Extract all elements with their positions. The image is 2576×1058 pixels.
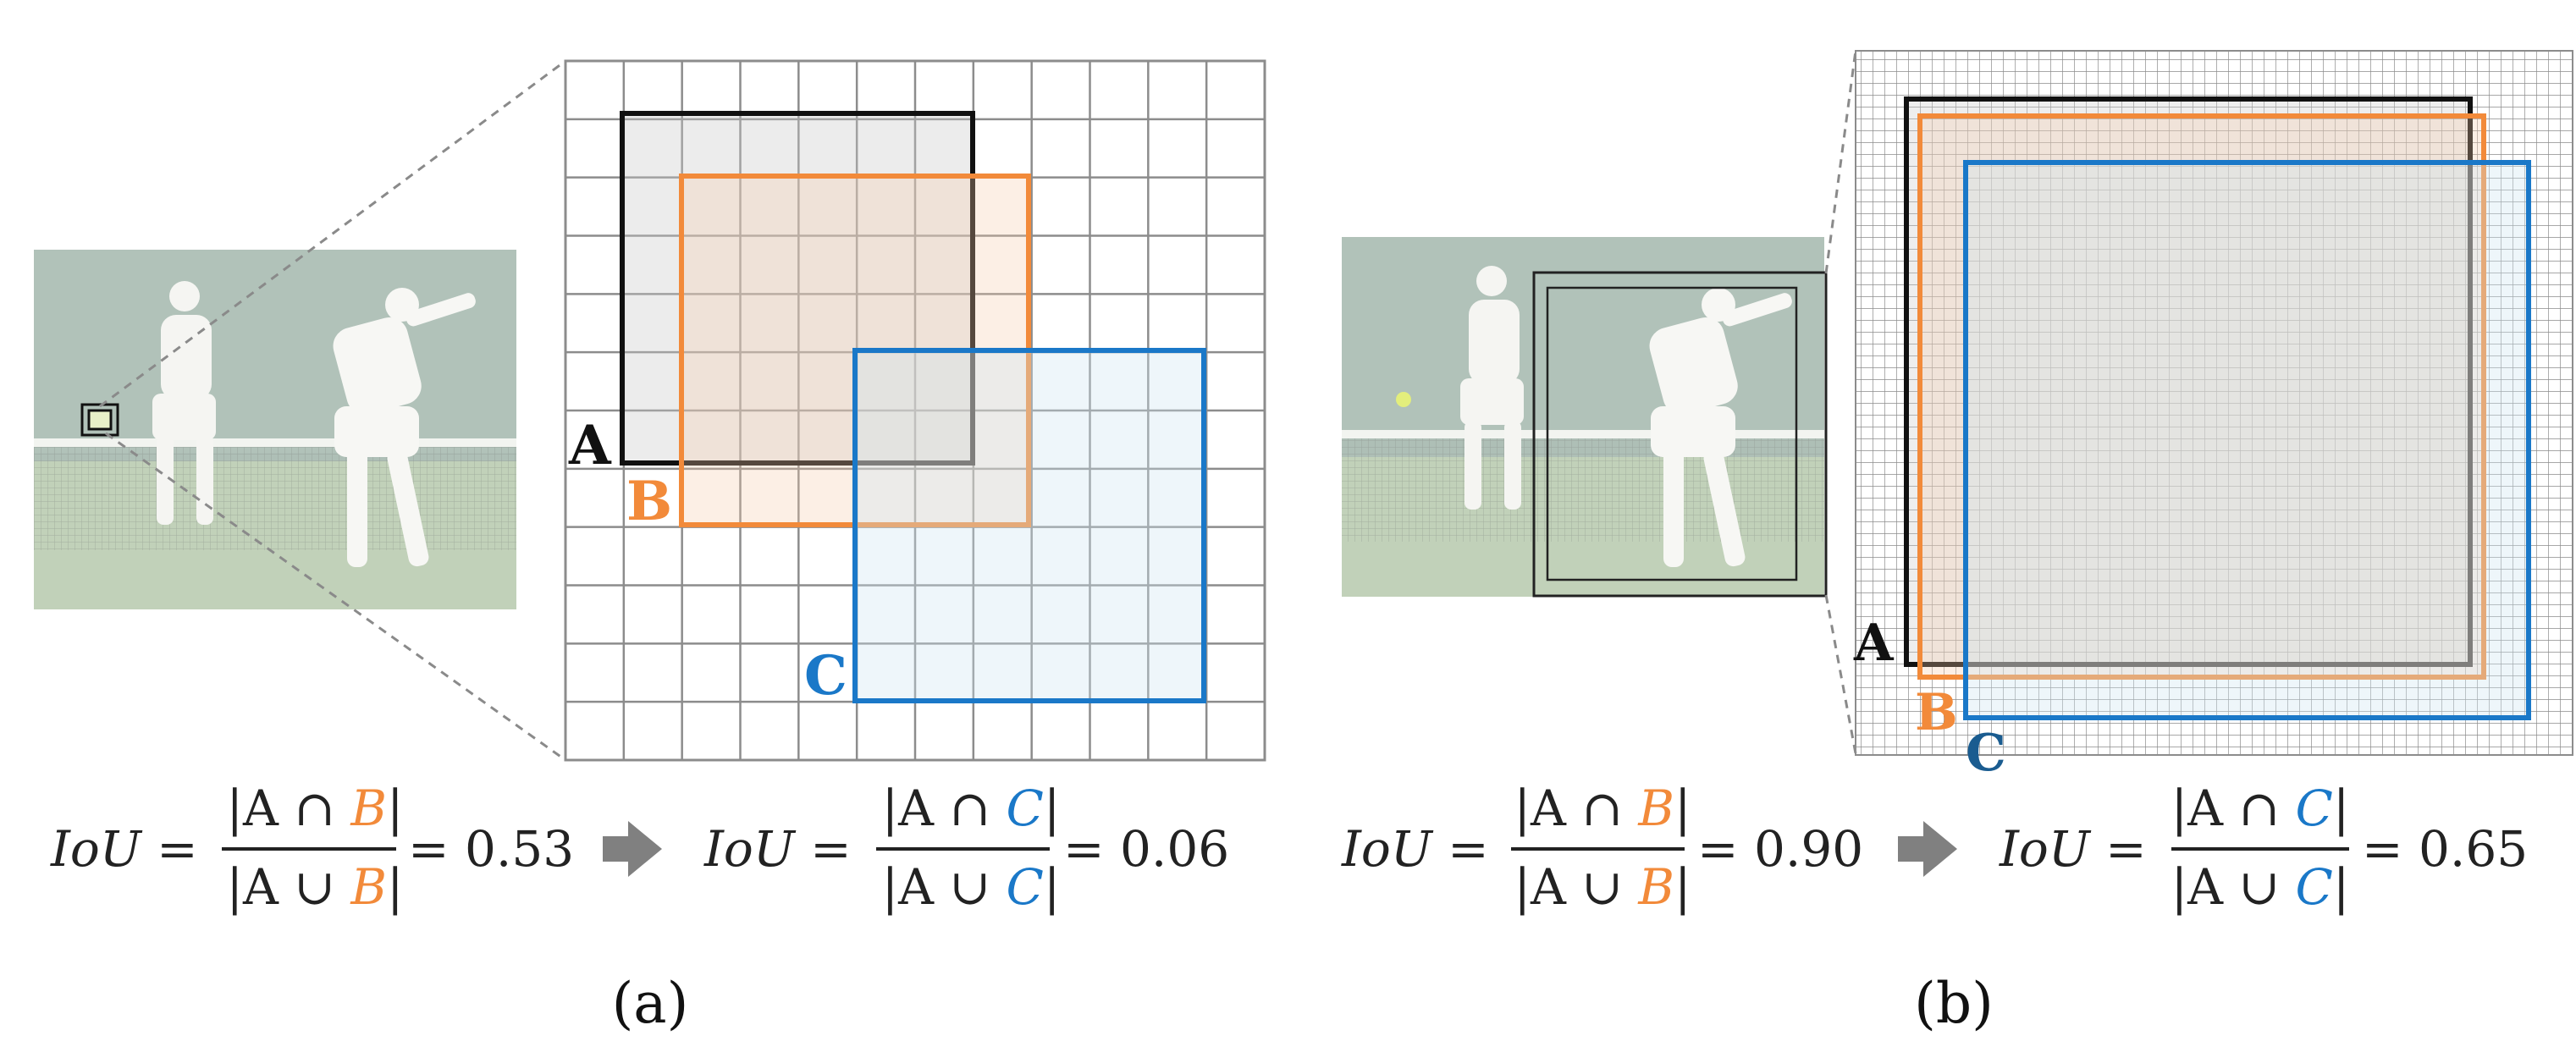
panel-b: A B C IoU = |A ∩ B| |A ∪ B| = 0.90 IoU =… (1341, 50, 2573, 1036)
caption-a: (a) (612, 971, 689, 1036)
label-b-panel-b: B (1915, 683, 1958, 742)
box-c-panel-a (852, 348, 1206, 703)
formula-lhs: IoU = (1341, 820, 1489, 878)
zoom-grid-b (1855, 50, 2573, 756)
formula-a-left: IoU = |A ∩ B| |A ∪ B| = 0.53 (50, 780, 574, 916)
formula-value: = 0.65 (2362, 820, 2528, 878)
formula-value: = 0.90 (1697, 820, 1863, 878)
zoom-line-top-a (99, 59, 566, 408)
inner-box-b (1546, 286, 1798, 581)
formula-b-left: IoU = |A ∩ B| |A ∪ B| = 0.90 (1341, 780, 1863, 916)
formula-a-right: IoU = |A ∩ C| |A ∪ C| = 0.06 (703, 780, 1229, 916)
formula-lhs: IoU = (703, 820, 852, 878)
formula-value: = 0.06 (1063, 820, 1229, 878)
zoom-line-top-b (1824, 50, 1857, 274)
zoom-line-bottom-b (1824, 594, 1857, 754)
player-figure-a2 (333, 288, 476, 567)
formula-value: = 0.53 (408, 820, 574, 878)
box-a-panel-b (1904, 96, 2473, 667)
formula-b-right: IoU = |A ∩ C| |A ∪ C| = 0.65 (1999, 780, 2528, 916)
arrow-icon (1898, 821, 1957, 877)
label-c-panel-b: C (1966, 724, 2006, 783)
formula-numerator: |A ∩ C| (2171, 780, 2350, 837)
formula-numerator: |A ∩ B| (1514, 780, 1691, 837)
tennis-ball (1396, 392, 1411, 407)
formula-denominator: |A ∪ C| (2171, 858, 2350, 916)
label-b-panel-a: B (626, 470, 672, 533)
player-figure-b2 (1649, 288, 1792, 567)
tennis-photo-b (1342, 237, 1828, 598)
formula-lhs: IoU = (1999, 820, 2147, 878)
formula-numerator: |A ∩ B| (226, 780, 403, 837)
arrow-icon (603, 821, 662, 877)
small-box-inner-a (87, 409, 113, 431)
box-c-panel-b (1963, 160, 2531, 720)
player-figure-b1 (1460, 266, 1524, 510)
label-c-panel-a: C (804, 644, 847, 708)
formula-lhs: IoU = (50, 820, 198, 878)
small-box-outer-a (80, 403, 119, 437)
box-b-panel-b (1917, 113, 2486, 680)
formula-numerator: |A ∩ C| (882, 780, 1061, 837)
caption-b: (b) (1914, 971, 1994, 1036)
formula-denominator: |A ∪ C| (882, 858, 1061, 916)
player-figure-a1 (152, 281, 216, 525)
panel-a: A B C IoU = |A ∩ B| |A ∪ B| = 0.53 IoU =… (34, 59, 1266, 1036)
tennis-photo-a (34, 250, 516, 609)
formula-denominator: |A ∪ B| (226, 858, 403, 916)
formula-denominator: |A ∪ B| (1514, 858, 1691, 916)
outer-box-b (1532, 271, 1828, 598)
label-a-panel-a: A (568, 414, 612, 477)
zoom-line-bottom-a (105, 432, 566, 762)
label-a-panel-b: A (1853, 614, 1895, 673)
